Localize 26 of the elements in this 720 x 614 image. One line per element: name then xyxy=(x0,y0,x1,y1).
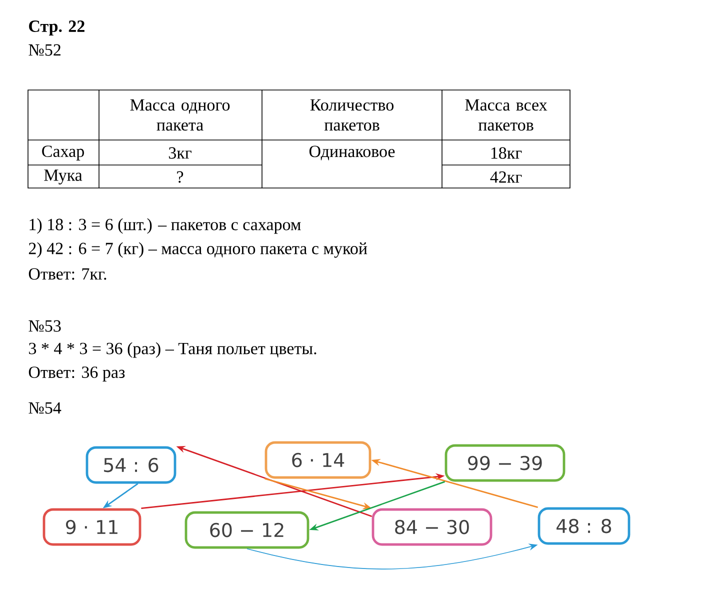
expression-box: 9 · 11 xyxy=(42,508,142,546)
table-value: Сахар xyxy=(42,146,84,160)
table-value: 42кг xyxy=(490,171,522,183)
task-number: №52 xyxy=(28,44,60,56)
expression-box: 99 − 39 xyxy=(444,444,566,482)
table-value: Мука xyxy=(44,170,82,184)
expression-box: 48 : 8 xyxy=(538,507,630,545)
solution-text: Ответ: 7кг. xyxy=(28,268,106,280)
solution-text: 2) 42 : 6 = 7 (кг) – масса одного пакета с мукой xyxy=(28,242,368,258)
expression-box: 6 · 14 xyxy=(264,441,372,479)
table-header: Количество пакетов xyxy=(310,99,394,131)
table-header: Масса одного пакета xyxy=(130,99,230,131)
table-value: ? xyxy=(177,171,184,183)
expression-box: 84 − 30 xyxy=(372,508,492,546)
table-value: Одинаковое xyxy=(309,146,395,160)
solution-text: 3 * 4 * 3 = 36 (раз) – Таня польет цветы. xyxy=(29,342,316,358)
solution-text: 1) 18 : 3 = 6 (шт.) – пакетов с сахаром xyxy=(30,218,301,234)
task-number: №54 xyxy=(28,402,62,414)
solution-text: Ответ: 36 раз xyxy=(28,366,125,382)
table-header: Масса всех пакетов xyxy=(465,99,548,131)
task-number: №53 xyxy=(28,320,61,332)
page-heading: Стр. 22 xyxy=(29,20,84,36)
expression-box: 54 : 6 xyxy=(86,446,176,484)
table-value: 18кг xyxy=(491,147,522,159)
expression-box: 60 − 12 xyxy=(184,511,310,549)
table-value: 3кг xyxy=(168,147,192,159)
